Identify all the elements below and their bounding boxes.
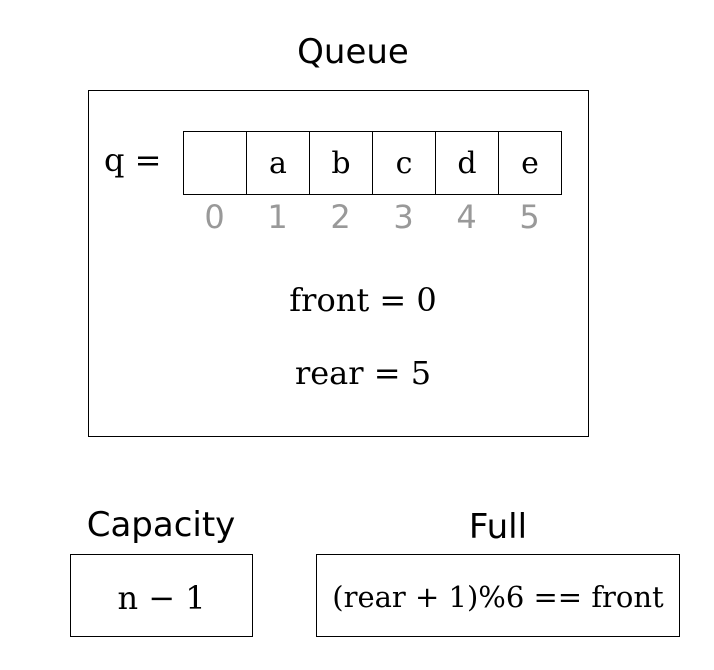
queue-indices: 0 1 2 3 4 5 (183, 197, 561, 237)
queue-box (88, 90, 589, 437)
front-value: front = 0 (289, 281, 437, 319)
index-label: 1 (267, 198, 288, 236)
full-title: Full (468, 507, 528, 547)
full-box (316, 554, 680, 637)
index-label: 0 (204, 198, 225, 236)
capacity-box (70, 554, 253, 637)
index-label: 3 (393, 198, 414, 236)
queue-cell-3: c (372, 131, 436, 195)
queue-cell-0 (183, 131, 247, 195)
queue-cell-2: b (309, 131, 373, 195)
index-label: 5 (519, 198, 540, 236)
queue-cell-5: e (498, 131, 562, 195)
queue-cell-1: a (246, 131, 310, 195)
index-label: 2 (330, 198, 351, 236)
queue-cell-4: d (435, 131, 499, 195)
capacity-formula: n − 1 (117, 579, 206, 617)
queue-title: Queue (297, 32, 409, 72)
rear-value: rear = 5 (294, 354, 432, 392)
index-label: 4 (456, 198, 477, 236)
array-label: q = (104, 141, 162, 179)
queue-array: a b c d e (183, 131, 562, 195)
full-formula: (rear + 1)%6 == front (332, 580, 664, 614)
capacity-title: Capacity (86, 505, 236, 545)
